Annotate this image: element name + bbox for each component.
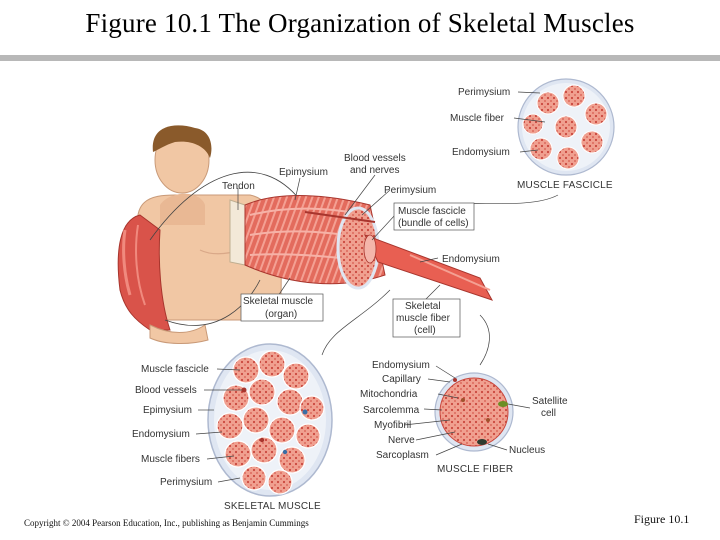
label-muscle-fascicle-line2: (bundle of cells): [398, 218, 469, 229]
label-sm-muscle-fibers: Muscle fibers: [141, 454, 200, 465]
label-mf-satellite-line1: Satellite: [532, 396, 568, 407]
label-fascicle-muscle-fiber: Muscle fiber: [450, 113, 505, 124]
caption-muscle-fiber: MUSCLE FIBER: [437, 464, 513, 475]
label-epimysium: Epimysium: [279, 167, 328, 178]
arm-to-muscle-line-2: [164, 279, 261, 326]
label-box-muscle-fascicle: [393, 202, 475, 231]
label-mf-sarcoplasm: Sarcoplasm: [376, 450, 429, 461]
label-perimysium-mid: Perimysium: [384, 185, 436, 196]
label-skeletal-fiber-line3: (cell): [414, 325, 436, 336]
label-sm-muscle-fascicle: Muscle fascicle: [141, 364, 209, 375]
label-mf-nucleus: Nucleus: [509, 445, 545, 456]
slide-title: Figure 10.1 The Organization of Skeletal…: [85, 8, 635, 38]
muscle-fascicle-cross-section: [513, 78, 615, 176]
label-mf-capillary: Capillary: [382, 374, 421, 385]
label-mf-nerve: Nerve: [388, 435, 415, 446]
label-skeletal-fiber-line2: muscle fiber: [396, 313, 451, 324]
tendon-shape: [229, 199, 246, 266]
muscle-fiber-cross-section: [403, 365, 531, 456]
label-sm-endomysium: Endomysium: [132, 429, 190, 440]
label-sm-epimysium: Epimysium: [143, 405, 192, 416]
label-mf-satellite-line2: cell: [541, 408, 556, 419]
label-box-skeletal-fiber: [392, 298, 461, 338]
label-mf-mitochondria: Mitochondria: [360, 389, 418, 400]
label-box-skeletal-muscle: [240, 293, 324, 322]
label-sm-blood-vessels: Blood vessels: [135, 385, 197, 396]
label-fascicle-perimysium: Perimysium: [458, 87, 510, 98]
label-skeletal-fiber-line1: Skeletal: [405, 301, 441, 312]
caption-skeletal-muscle: SKELETAL MUSCLE: [224, 501, 321, 512]
label-blood-vessels-nerves-line1: Blood vessels: [344, 153, 406, 164]
label-mf-myofibril: Myofibril: [374, 420, 411, 431]
label-tendon: Tendon: [222, 181, 255, 192]
figure-number: Figure 10.1: [634, 512, 690, 526]
label-mf-endomysium: Endomysium: [372, 360, 430, 371]
blood-vessel-line: [304, 211, 376, 223]
skeletal-muscle-cross-section: [195, 343, 333, 497]
label-muscle-fascicle-line1: Muscle fascicle: [398, 206, 466, 217]
skeletal-muscle-organ: [229, 195, 494, 301]
label-fascicle-endomysium: Endomysium: [452, 147, 510, 158]
label-mf-sarcolemma: Sarcolemma: [363, 405, 420, 416]
fascicle-extension: [364, 234, 494, 301]
arm-to-muscle-line-1: [149, 171, 301, 241]
title-divider: [0, 55, 720, 61]
caption-muscle-fascicle: MUSCLE FASCICLE: [517, 180, 613, 191]
label-skeletal-muscle-line1: Skeletal muscle: [243, 296, 313, 307]
label-sm-perimysium: Perimysium: [160, 477, 212, 488]
label-endomysium-mid: Endomysium: [442, 254, 500, 265]
label-skeletal-muscle-line2: (organ): [265, 309, 297, 320]
copyright-notice: Copyright © 2004 Pearson Education, Inc.…: [24, 518, 309, 528]
diagram-labels: Perimysium Muscle fiber Endomysium MUSCL…: [132, 87, 613, 512]
label-blood-vessels-nerves-line2: and nerves: [350, 165, 399, 176]
